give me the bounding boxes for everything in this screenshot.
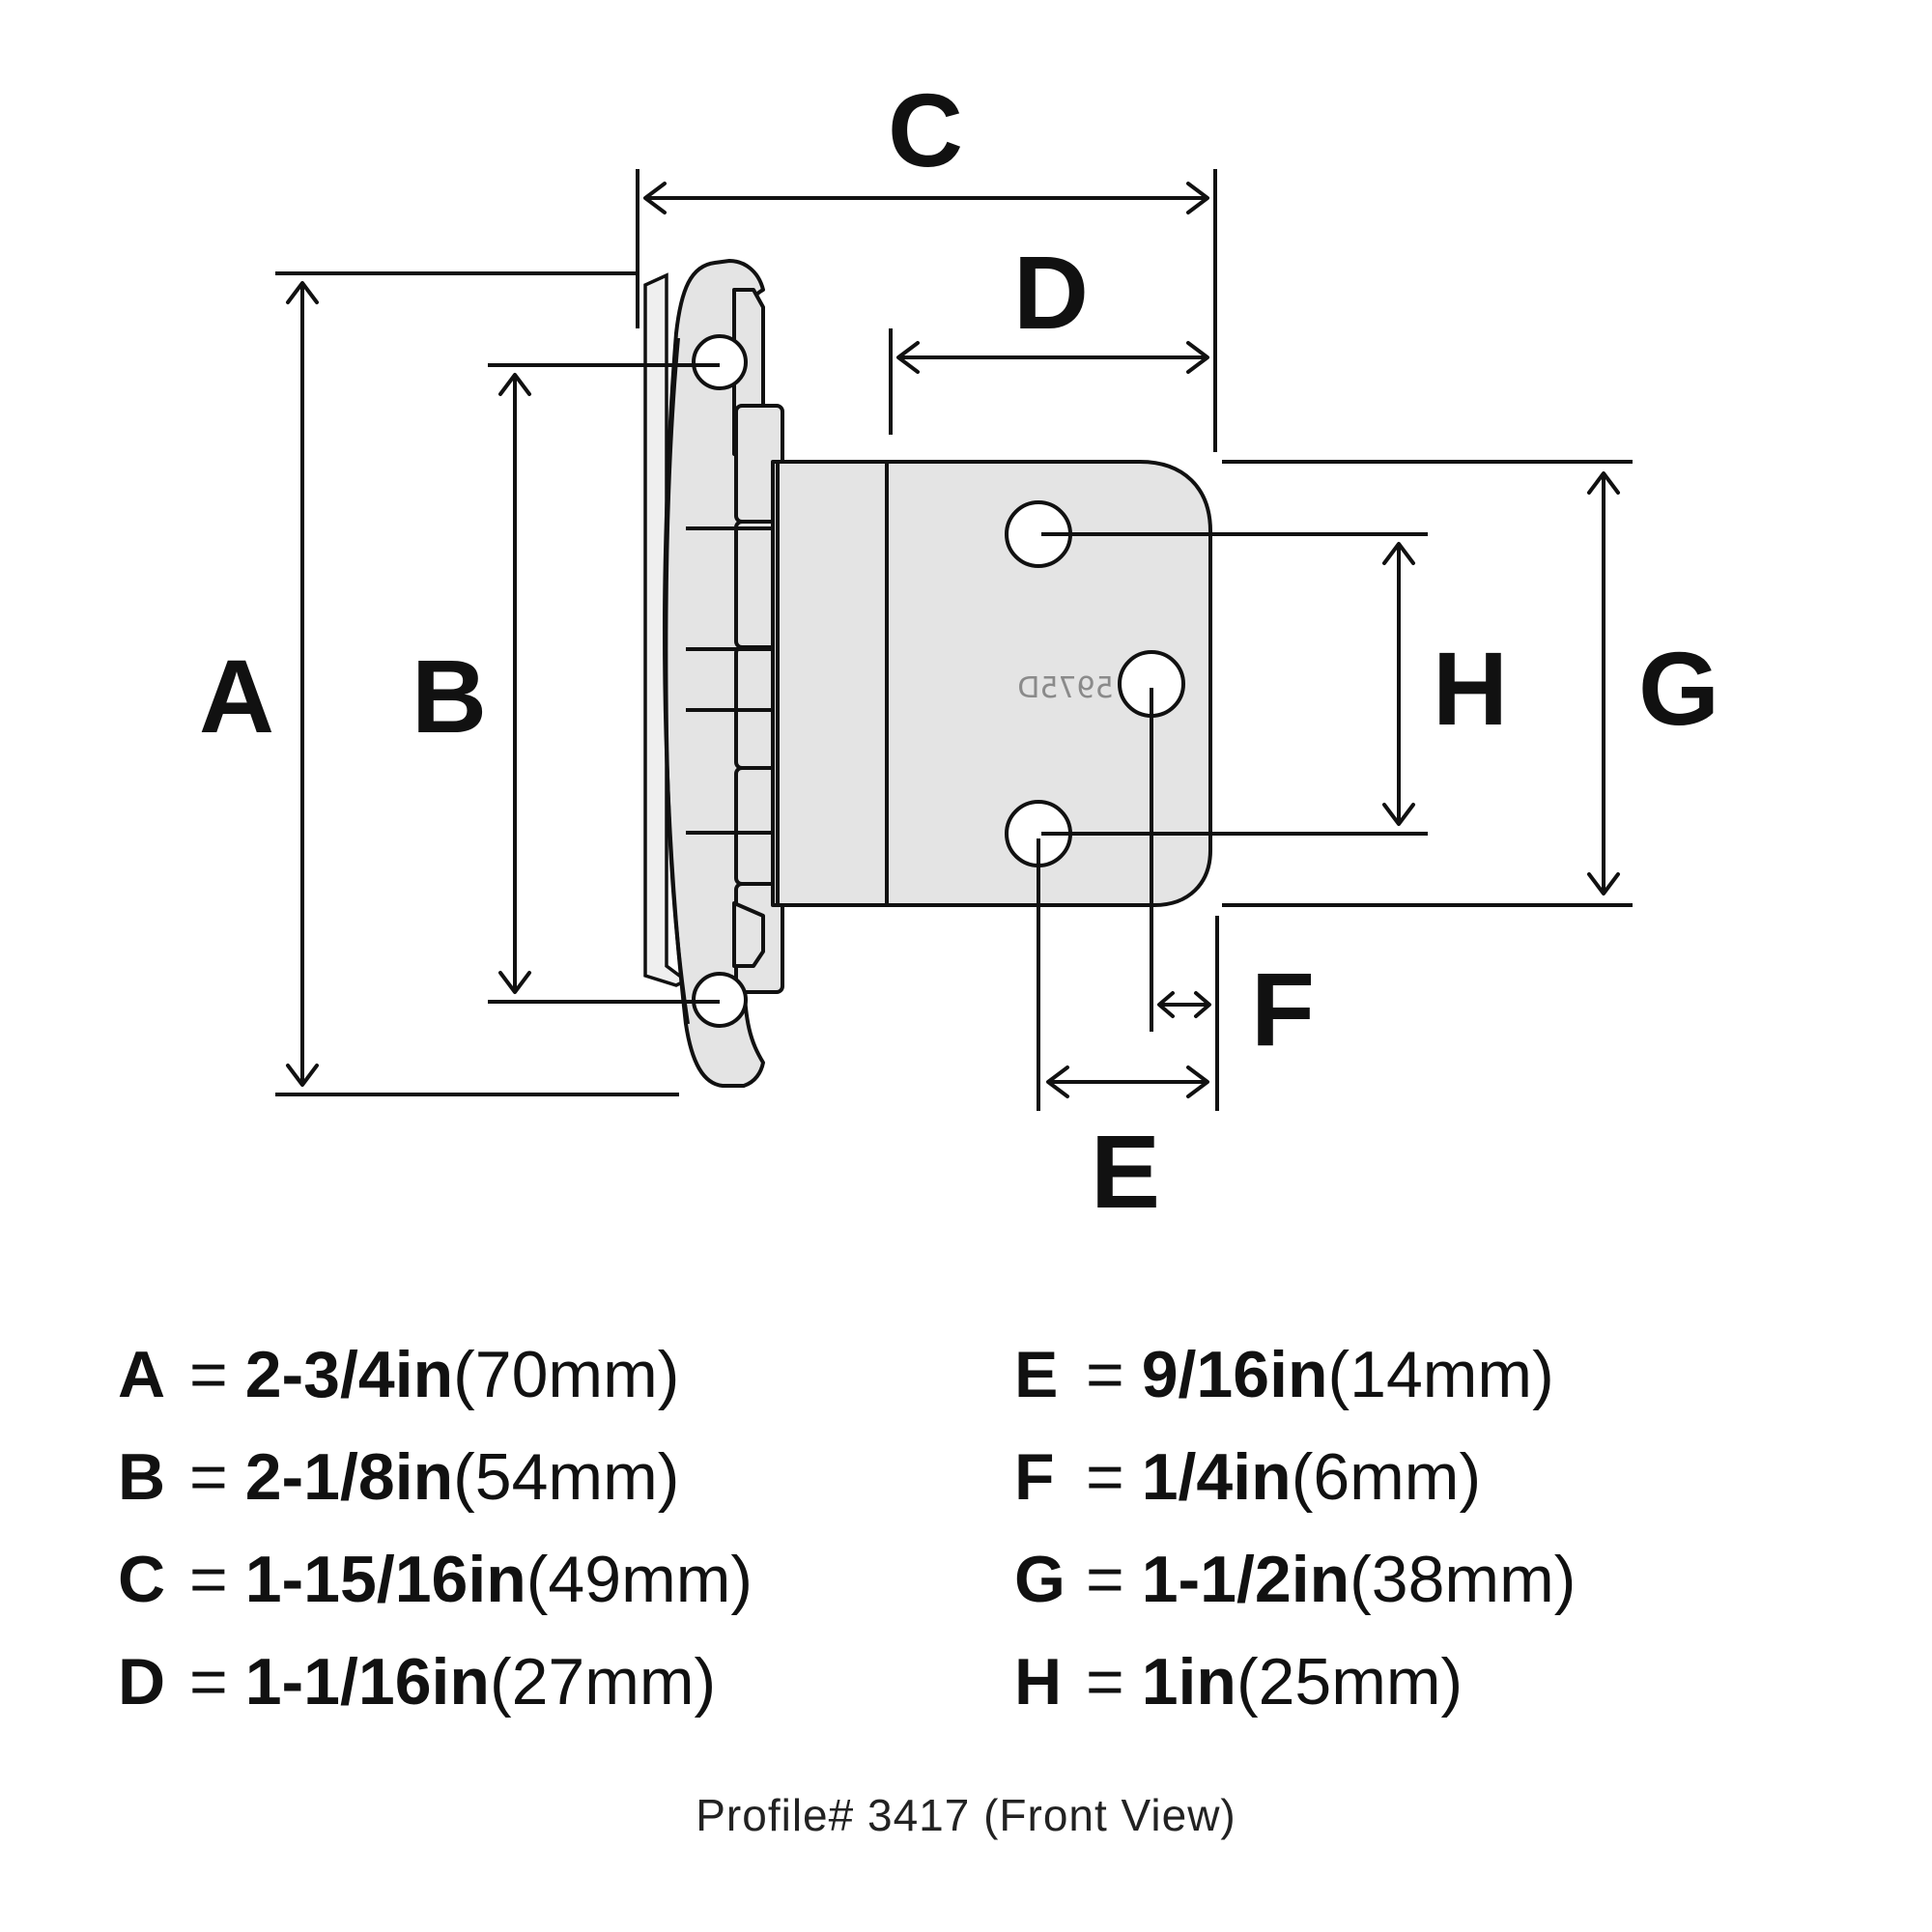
dim-a-arrow-bottom (286, 1064, 319, 1087)
dim-d-arrow-right (1186, 341, 1209, 374)
dim-label-g: G (1638, 630, 1719, 747)
dim-g-arrow-top (1587, 471, 1620, 495)
spec-metric: (6mm) (1291, 1440, 1482, 1514)
spec-imperial: 2-1/8in (244, 1440, 454, 1514)
spec-row-h: H =1in(25mm) (1014, 1631, 1576, 1733)
profile-caption: Profile# 3417 (Front View) (696, 1790, 1236, 1840)
spec-letter: F (1014, 1440, 1055, 1514)
spec-letter: H (1014, 1645, 1063, 1719)
spec-imperial: 1/4in (1141, 1440, 1292, 1514)
spec-list-left: A=2-3/4in(70mm) B=2-1/8in(54mm) C=1-15/1… (118, 1323, 753, 1733)
spec-row-d: D =1-1/16in(27mm) (118, 1631, 753, 1733)
spec-equals: = (1086, 1440, 1124, 1514)
spec-row-c: C =1-15/16in(49mm) (118, 1528, 753, 1631)
dim-g-arrow-bottom (1587, 872, 1620, 895)
dim-e-arrow-left (1046, 1065, 1069, 1098)
dim-c-arrow-right (1186, 182, 1209, 214)
spec-equals: = (1086, 1543, 1124, 1616)
spec-metric: (38mm) (1350, 1543, 1577, 1616)
spec-letter: G (1014, 1543, 1065, 1616)
spec-metric: (27mm) (489, 1645, 717, 1719)
spec-letter: D (118, 1645, 166, 1719)
spec-row-e: E =9/16in(14mm) (1014, 1323, 1576, 1426)
spec-metric: (54mm) (453, 1440, 680, 1514)
dim-c-arrow-left (643, 182, 667, 214)
dim-label-a: A (199, 638, 274, 754)
spec-list-right: E=9/16in(14mm) F=1/4in(6mm) G=1-1/2in(38… (1014, 1323, 1576, 1733)
spec-letter: E (1014, 1338, 1059, 1411)
hinge-door-leaf (771, 460, 1212, 907)
spec-imperial: 1-1/2in (1141, 1543, 1350, 1616)
spec-equals: = (189, 1338, 228, 1411)
dim-h-arrow-top (1382, 542, 1415, 565)
dim-f-arrow-left (1157, 991, 1175, 1018)
spec-imperial: 9/16in (1141, 1338, 1328, 1411)
dimension-lines (275, 169, 1633, 1111)
spec-equals: = (189, 1440, 228, 1514)
spec-row-b: B =2-1/8in(54mm) (118, 1426, 753, 1528)
dim-label-f: F (1251, 951, 1315, 1067)
spec-letter: A (118, 1338, 166, 1411)
spec-letter: C (118, 1543, 166, 1616)
hinge-plate-flange-bottom (732, 901, 765, 968)
part-stamp: 5975D (1017, 671, 1113, 705)
dim-e-arrow-right (1186, 1065, 1209, 1098)
spec-row-g: G =1-1/2in(38mm) (1014, 1528, 1576, 1631)
dim-label-e: E (1091, 1113, 1160, 1230)
spec-metric: (70mm) (453, 1338, 680, 1411)
dim-h-arrow-bottom (1382, 803, 1415, 826)
spec-equals: = (189, 1543, 228, 1616)
hinge-plate-edge (664, 337, 690, 1025)
spec-equals: = (1086, 1338, 1124, 1411)
dim-b-arrow-bottom (498, 971, 531, 994)
dim-b-arrow-top (498, 373, 531, 396)
dim-label-h: H (1433, 630, 1508, 747)
hinge-drawing: 5975D (643, 259, 1212, 1088)
spec-imperial: 1-15/16in (244, 1543, 526, 1616)
spec-imperial: 1in (1141, 1645, 1236, 1719)
spec-metric: (14mm) (1327, 1338, 1554, 1411)
spec-row-f: F =1/4in(6mm) (1014, 1426, 1576, 1528)
spec-equals: = (189, 1645, 228, 1719)
spec-imperial: 1-1/16in (244, 1645, 490, 1719)
screw-hole (692, 334, 748, 390)
dim-f-arrow-right (1194, 991, 1211, 1018)
spec-imperial: 2-3/4in (244, 1338, 454, 1411)
dim-d-arrow-left (896, 341, 920, 374)
spec-letter: B (118, 1440, 166, 1514)
dim-label-d: D (1013, 234, 1089, 351)
dim-label-c: C (888, 71, 963, 188)
spec-row-a: A =2-3/4in(70mm) (118, 1323, 753, 1426)
dim-a-arrow-top (286, 281, 319, 304)
dim-label-b: B (412, 638, 487, 754)
spec-metric: (25mm) (1236, 1645, 1463, 1719)
spec-equals: = (1086, 1645, 1124, 1719)
dimension-labels: C D A B H G F E (199, 71, 1719, 1230)
hinge-diagram: 5975D (199, 71, 1719, 1230)
spec-metric: (49mm) (526, 1543, 753, 1616)
